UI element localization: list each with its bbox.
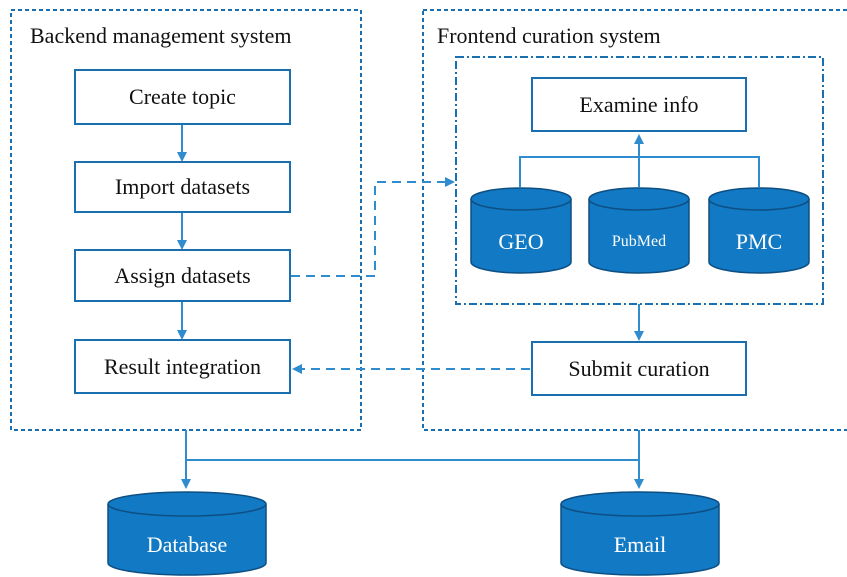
submit-curation-box: Submit curation bbox=[531, 341, 747, 396]
frontend-region-title: Frontend curation system bbox=[437, 23, 661, 48]
pmc-cylinder bbox=[708, 187, 810, 274]
result-integration-box: Result integration bbox=[74, 339, 291, 394]
backend-region-title: Backend management system bbox=[30, 23, 292, 48]
assign-datasets-box: Assign datasets bbox=[74, 249, 291, 302]
database-label: Database bbox=[146, 532, 228, 557]
pubmed-cylinder bbox=[588, 187, 690, 274]
pmc-label: PMC bbox=[735, 229, 783, 254]
import-datasets-box: Import datasets bbox=[74, 161, 291, 213]
email-cylinder bbox=[560, 491, 720, 576]
geo-label: GEO bbox=[498, 229, 544, 254]
arrow-assign-to-frontend bbox=[291, 177, 455, 277]
database-cylinder bbox=[107, 491, 267, 576]
geo-cylinder bbox=[470, 187, 572, 274]
email-label: Email bbox=[613, 532, 667, 557]
examine-info-box: Examine info bbox=[531, 77, 747, 132]
pubmed-label: PubMed bbox=[611, 233, 667, 250]
sources-region-frame bbox=[455, 56, 824, 305]
create-topic-box: Create topic bbox=[74, 69, 291, 125]
frontend-region-frame bbox=[422, 9, 847, 431]
